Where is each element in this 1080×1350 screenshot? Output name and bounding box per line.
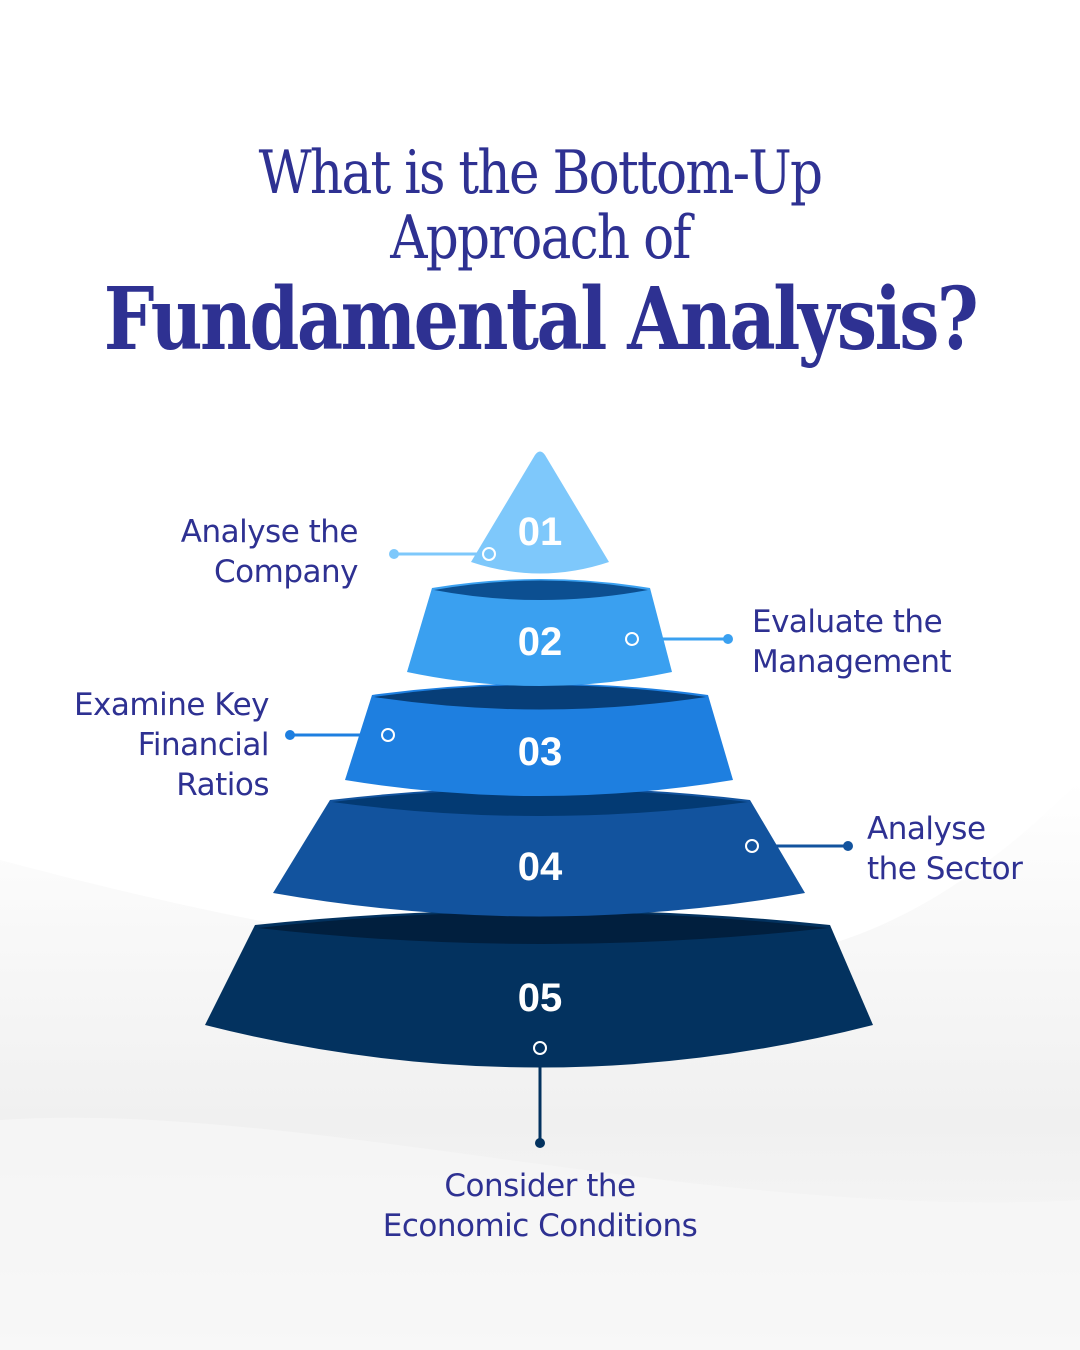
step-label-04: Analyse the Sector xyxy=(867,809,1023,889)
connector-02 xyxy=(625,632,733,646)
step-label-05-line-2: Economic Conditions xyxy=(382,1208,698,1244)
connector-05 xyxy=(533,1041,547,1148)
tier-number-02: 02 xyxy=(517,620,563,664)
step-label-04-line-2: the Sector xyxy=(867,851,1023,887)
step-label-02: Evaluate the Management xyxy=(752,602,952,682)
tier-1 xyxy=(471,451,609,574)
step-label-02-line-1: Evaluate the xyxy=(752,604,943,640)
step-label-04-line-1: Analyse xyxy=(867,811,986,847)
tier-2 xyxy=(407,579,672,686)
title-line-3: Fundamental Analysis? xyxy=(103,269,979,370)
step-label-02-line-2: Management xyxy=(752,644,952,680)
step-label-03-line-2: Financial xyxy=(137,727,270,763)
connector-01 xyxy=(389,547,496,561)
step-label-03-line-1: Examine Key xyxy=(73,687,270,723)
step-label-01-line-2: Company xyxy=(214,554,358,590)
step-label-03: Examine Key Financial Ratios xyxy=(73,685,270,805)
tier-5 xyxy=(205,910,873,1068)
tier-number-05: 05 xyxy=(517,976,563,1020)
tier-number-03: 03 xyxy=(517,730,563,774)
tier-4 xyxy=(273,787,805,917)
step-label-01: Analyse the Company xyxy=(180,512,359,592)
title-line-1: What is the Bottom-Up xyxy=(258,138,823,208)
connector-03 xyxy=(285,728,395,742)
step-label-01-line-1: Analyse the xyxy=(180,514,359,550)
connector-04 xyxy=(745,839,853,853)
step-label-03-line-3: Ratios xyxy=(176,767,269,803)
tier-number-04: 04 xyxy=(517,845,563,889)
title-line-2: Approach of xyxy=(390,203,691,273)
tier-3 xyxy=(345,683,733,796)
step-label-05: Consider the Economic Conditions xyxy=(290,1166,790,1246)
tier-number-01: 01 xyxy=(517,510,563,554)
step-label-05-line-1: Consider the xyxy=(444,1168,636,1204)
